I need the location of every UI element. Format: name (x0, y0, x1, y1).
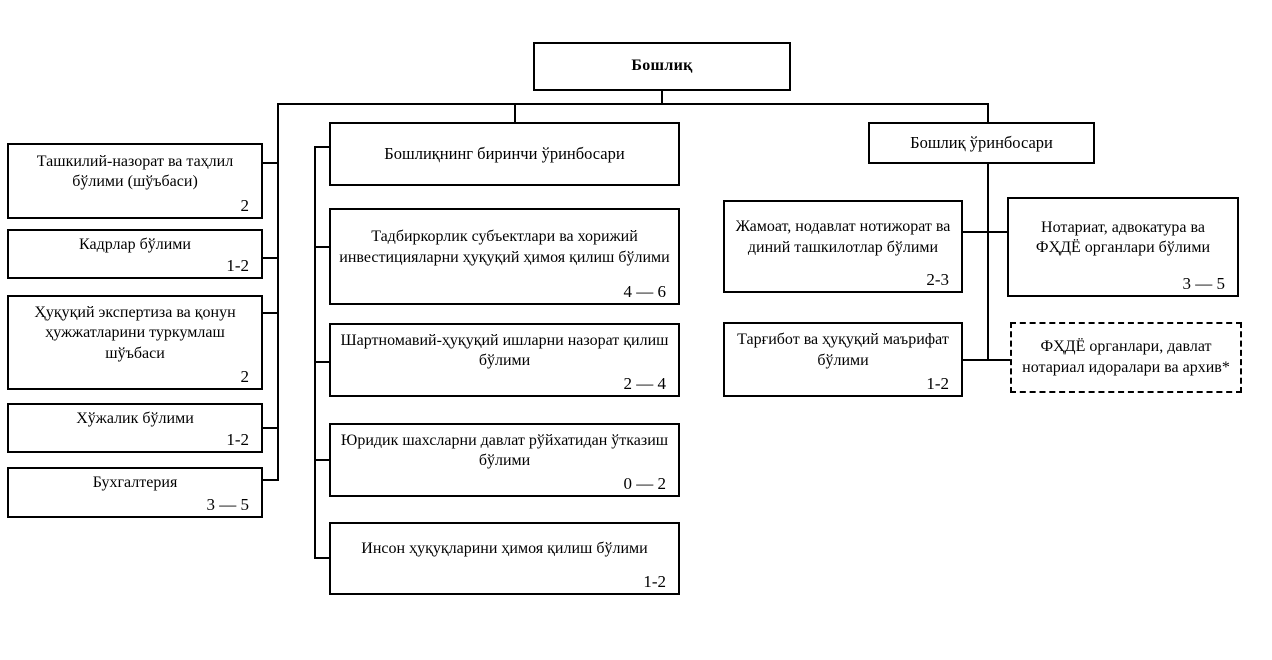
connector-right-cross (963, 231, 1007, 233)
org-box-legal-expertise: Ҳуқуқий экспертиза ва қонун ҳужжатларини… (7, 295, 263, 390)
connector-left-stub (263, 427, 277, 429)
org-box-chief: Бошлиқ (533, 42, 791, 91)
connector-left-stub (263, 479, 277, 481)
connector-middle-stub (314, 246, 329, 248)
staff-count: 2 (240, 367, 250, 387)
org-box-title: Тадбиркорлик субъектлари ва хорижий инве… (339, 228, 670, 266)
org-box-title: Ташкилий-назорат ва таҳлил бўлими (шўъба… (36, 152, 234, 191)
staff-count: 2 — 4 (623, 374, 667, 394)
staff-count: 0 — 2 (623, 474, 667, 494)
connector-middle-drop (514, 103, 516, 122)
connector-middle-stub (314, 361, 329, 363)
org-box-title: Жамоат, нодавлат нотижорат ва диний ташк… (735, 218, 951, 256)
connector-left-stub (263, 257, 277, 259)
connector-right-drop (987, 103, 989, 122)
org-box-title: Инсон ҳуқуқларини ҳимоя қилиш бўлими (361, 540, 648, 558)
staff-count: 3 — 5 (206, 495, 250, 515)
org-box-notary-advocacy: Нотариат, адвокатура ва ФҲДЁ органлари б… (1007, 197, 1239, 297)
connector-main-horizontal (277, 103, 989, 105)
org-box-title: Тарғибот ва ҳуқуқий маърифат бўлими (737, 331, 949, 369)
staff-count: 1-2 (226, 430, 249, 450)
staff-count: 2 (240, 196, 250, 216)
org-box-title: Юридик шахсларни давлат рўйхатидан ўтказ… (340, 431, 669, 470)
org-box-public-organizations: Жамоат, нодавлат нотижорат ва диний ташк… (723, 200, 963, 293)
org-box-deputy: Бошлиқ ўринбосари (868, 122, 1095, 164)
org-box-first-deputy: Бошлиқнинг биринчи ўринбосари (329, 122, 680, 186)
connector-middle-spine (314, 146, 316, 559)
connector-root-drop (661, 91, 663, 105)
connector-middle-stub (314, 146, 329, 148)
staff-count: 2-3 (926, 270, 949, 290)
connector-left-spine (277, 103, 279, 481)
org-box-business-entities: Тадбиркорлик субъектлари ва хорижий инве… (329, 208, 680, 305)
org-box-title: Хўжалик бўлими (76, 409, 194, 427)
org-box-title: Нотариат, адвокатура ва ФҲДЁ органлари б… (1035, 218, 1211, 257)
staff-count: 1-2 (926, 374, 949, 394)
org-box-civil-registry-archive: ФҲДЁ органлари, давлат нотариал идоралар… (1010, 322, 1242, 393)
org-box-title: Бошлиқнинг биринчи ўринбосари (384, 144, 625, 164)
org-box-contract-legal: Шартномавий-ҳуқуқий ишларни назорат қили… (329, 323, 680, 397)
connector-middle-stub (314, 557, 329, 559)
staff-count: 1-2 (643, 572, 666, 592)
org-box-household: Хўжалик бўлими 1-2 (7, 403, 263, 453)
org-box-title: Бошлиқ (631, 57, 693, 75)
org-box-title: Кадрлар бўлими (79, 235, 191, 253)
org-box-title: Ҳуқуқий экспертиза ва қонун ҳужжатларини… (34, 303, 236, 362)
org-box-accounting: Бухгалтерия 3 — 5 (7, 467, 263, 518)
staff-count: 3 — 5 (1182, 274, 1226, 294)
connector-left-stub (263, 162, 277, 164)
connector-left-stub (263, 312, 277, 314)
org-box-legal-entities-registration: Юридик шахсларни давлат рўйхатидан ўтказ… (329, 423, 680, 497)
org-box-title: Шартномавий-ҳуқуқий ишларни назорат қили… (340, 331, 669, 370)
connector-right-spine (987, 164, 989, 361)
org-box-legal-education: Тарғибот ва ҳуқуқий маърифат бўлими 1-2 (723, 322, 963, 397)
connector-middle-stub (314, 459, 329, 461)
org-box-personnel: Кадрлар бўлими 1-2 (7, 229, 263, 279)
staff-count: 4 — 6 (623, 282, 667, 302)
org-box-title: Бошлиқ ўринбосари (910, 133, 1053, 153)
org-box-title: Бухгалтерия (92, 474, 178, 492)
staff-count: 1-2 (226, 256, 249, 276)
org-box-human-rights: Инсон ҳуқуқларини ҳимоя қилиш бўлими 1-2 (329, 522, 680, 595)
org-box-organizational-control: Ташкилий-назорат ва таҳлил бўлими (шўъба… (7, 143, 263, 219)
org-box-title: ФҲДЁ органлари, давлат нотариал идоралар… (1022, 338, 1230, 376)
connector-right-cross (963, 359, 1010, 361)
